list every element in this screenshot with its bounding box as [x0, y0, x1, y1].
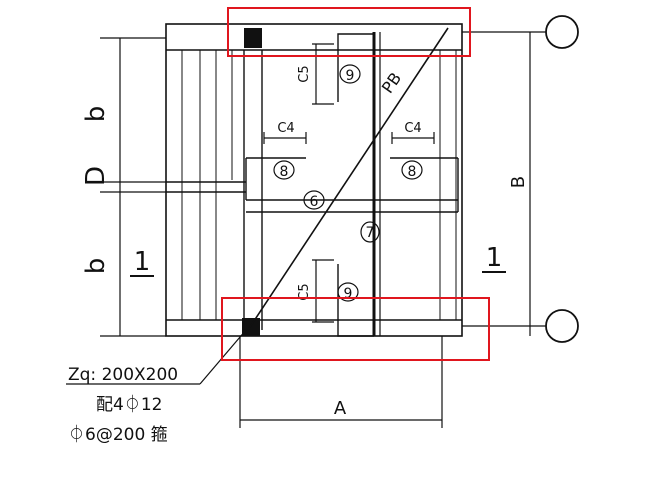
- highlight-box-bottom: [221, 297, 490, 361]
- column-top: [244, 28, 262, 48]
- bar-mark-8-left: 8: [280, 164, 289, 180]
- section-mark-right: 1: [486, 243, 503, 273]
- dim-b-top: b: [81, 106, 111, 123]
- slab-outline: [165, 23, 463, 337]
- dim-A: A: [334, 398, 347, 419]
- dim-B: B: [508, 176, 529, 188]
- highlight-box-top: [227, 7, 471, 57]
- bar-mark-6: 6: [310, 194, 319, 210]
- column-note-line1: Zq: 200X200: [68, 365, 178, 385]
- label-pb: PB: [378, 69, 405, 97]
- label-c5-top: C5: [297, 65, 312, 82]
- column-note-line3: ⏀6@200 箍: [68, 424, 168, 445]
- bar-mark-circles: [273, 64, 423, 302]
- dim-b-bottom: b: [81, 258, 111, 275]
- bar-mark-9-bottom: 9: [344, 286, 353, 302]
- section-mark-left: 1: [134, 247, 151, 277]
- label-c4-right: C4: [404, 121, 421, 136]
- axis-bubble-top: [545, 15, 579, 49]
- dim-D: D: [81, 166, 111, 186]
- bar-mark-7: 7: [366, 225, 375, 241]
- label-c5-bottom: C5: [297, 283, 312, 300]
- dimension-lines: [100, 31, 546, 428]
- label-c4-left: C4: [277, 121, 294, 136]
- bar-mark-9-top: 9: [346, 68, 355, 84]
- beam-outlines: [243, 32, 459, 337]
- bar-mark-8-right: 8: [408, 164, 417, 180]
- pb-diagonal: [243, 27, 449, 337]
- column-note-line2: 配4⏀12: [96, 394, 162, 415]
- axis-bubble-bottom: [545, 309, 579, 343]
